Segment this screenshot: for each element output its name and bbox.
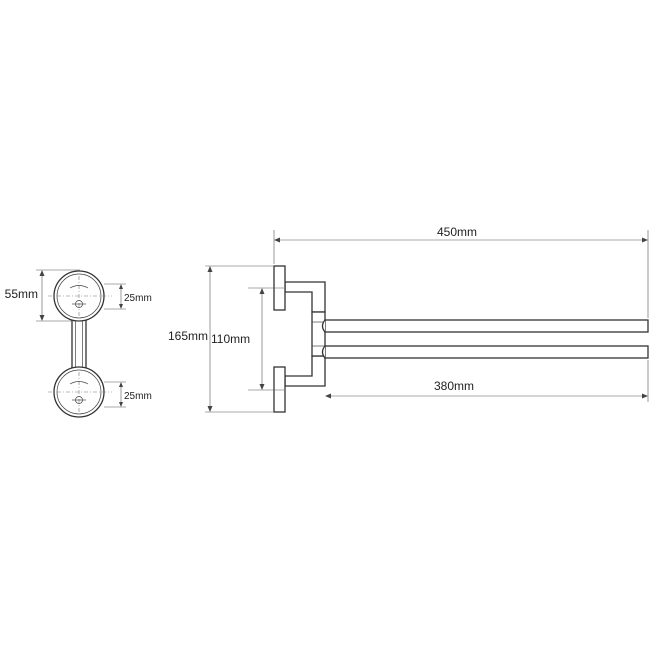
towel-arm-upper (324, 319, 649, 333)
label-mount-spacing: 110mm (211, 332, 250, 346)
side-upper-screw-head (69, 285, 89, 289)
label-side-upper-hole-spacing: 25mm (124, 293, 152, 304)
dim-side-lower-hole-spacing (104, 381, 126, 408)
label-arm-length: 380mm (434, 379, 474, 393)
bracket-hinge-column (311, 311, 326, 357)
side-connecting-tube (71, 317, 87, 371)
towel-arm-lower (324, 345, 649, 359)
dim-mount-spacing (248, 287, 284, 391)
towel-arm-upper-pivot (321, 319, 326, 333)
label-total-length: 450mm (437, 225, 477, 239)
label-side-rose-diameter: 55mm (5, 287, 38, 301)
dim-arm-length (325, 360, 649, 402)
dim-total-height (205, 265, 273, 413)
lower-wall-plate (273, 366, 286, 413)
upper-bracket-arm (284, 281, 326, 313)
side-lower-screw-head (69, 381, 89, 385)
front-view: 450mm 380mm 165mm 110mm (168, 225, 649, 413)
label-total-height: 165mm (168, 329, 208, 343)
side-view: 55mm 25mm 25mm (5, 269, 152, 418)
dim-total-length (273, 230, 649, 318)
towel-arm-lower-pivot (321, 345, 326, 359)
lower-bracket-arm (284, 355, 326, 387)
dim-side-rose-diameter (36, 269, 80, 322)
label-side-lower-hole-spacing: 25mm (124, 391, 152, 402)
dim-side-upper-hole-spacing (104, 283, 126, 310)
